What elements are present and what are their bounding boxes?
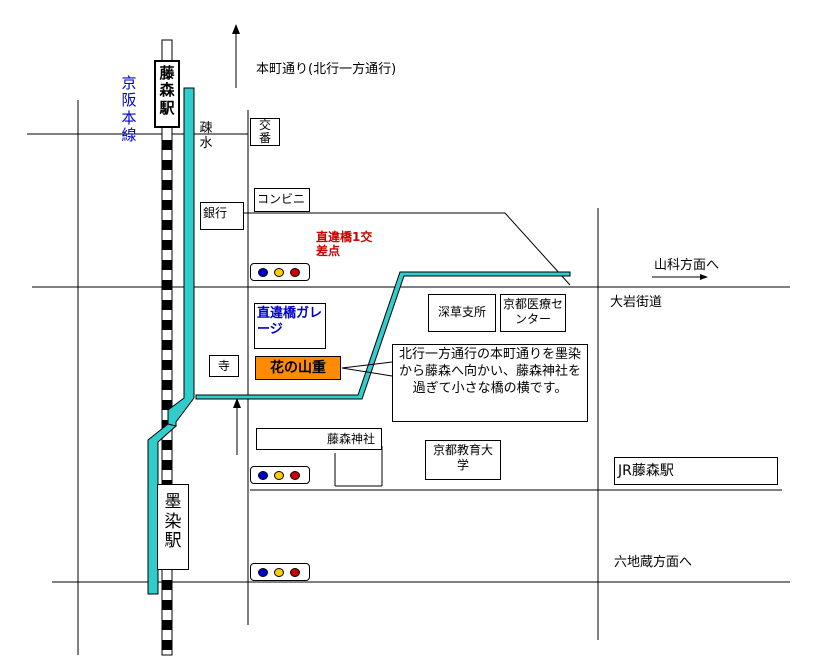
road-label-yamashina: 山科方面へ: [654, 258, 720, 273]
kyoto-univ-label: 京都教育大学: [432, 443, 493, 472]
road-label-rokujizo: 六地蔵方面へ: [614, 555, 693, 570]
rail-tie: [162, 200, 172, 210]
station-fujinomori-label: 藤森駅: [159, 64, 175, 117]
shrine-box: 藤森神社: [256, 428, 382, 450]
east-arrow-icon: [700, 274, 708, 280]
rail-tie: [162, 160, 172, 170]
fukakusa-branch-box: 深草支所: [428, 294, 496, 332]
kyoto-medical-box: 京都医療センター: [500, 294, 566, 332]
callout-pointer: [341, 361, 393, 377]
koban-label: 交番: [258, 118, 271, 146]
bank-box: 銀行: [200, 202, 244, 230]
rail-tie: [162, 320, 172, 330]
traffic-signal-icon: [250, 563, 310, 581]
fukakusa-label: 深草支所: [437, 305, 486, 319]
intersection-label: 直違橋1交差点: [316, 230, 373, 259]
rail-tie: [162, 360, 172, 370]
station-jr-fujinomori: JR藤森駅: [614, 457, 778, 485]
rail-tie: [162, 220, 172, 230]
bank-label: 銀行: [203, 206, 228, 220]
station-fujinomori-keihan: 藤森駅: [154, 60, 180, 128]
garage-box: 直違橋ガレージ: [254, 303, 326, 349]
konbini-box: コンビニ: [254, 188, 310, 212]
rail-tie: [162, 260, 172, 270]
rail-tie: [162, 580, 172, 590]
konbini-label: コンビニ: [257, 192, 306, 206]
rail-tie: [162, 280, 172, 290]
rail-tie: [162, 300, 172, 310]
destination-name: 花の山重: [270, 360, 326, 376]
station-sumizome: 墨染駅: [157, 484, 189, 570]
kyoto-univ-box: 京都教育大学: [425, 440, 501, 480]
rail-tie: [162, 440, 172, 450]
rail-tie: [162, 640, 172, 650]
temple-box: 寺: [209, 355, 239, 377]
rail-tie: [162, 380, 172, 390]
station-jr-label: JR藤森駅: [618, 463, 674, 479]
rail-tie: [162, 240, 172, 250]
kyoto-medical-label: 京都医療センター: [503, 297, 564, 326]
rail-tie: [162, 620, 172, 630]
road-lines: [27, 100, 790, 655]
rail-tie: [162, 600, 172, 610]
rail-tie: [162, 400, 172, 410]
sosui-label: 疎水: [199, 121, 213, 151]
rail-tie: [162, 460, 172, 470]
traffic-signal-icon: [250, 466, 310, 484]
shrine-label: 藤森神社: [326, 432, 375, 446]
destination-marker: 花の山重: [255, 356, 341, 380]
sosui-canal: [147, 87, 571, 595]
road-label-honmachi: 本町通り(北行一方通行): [256, 62, 397, 77]
one-way-arrow-icon: [233, 398, 241, 408]
destination-description: 北行一方通行の本町通りを墨染から藤森へ向かい、藤森神社を過ぎて小さな橋の横です。: [398, 347, 581, 396]
station-sumizome-label: 墨染駅: [164, 492, 182, 552]
rail-tie: [162, 180, 172, 190]
arrows: [232, 24, 708, 455]
koban-box: 交番: [250, 118, 280, 146]
north-arrow-icon: [232, 24, 240, 34]
destination-callout: 北行一方通行の本町通りを墨染から藤森へ向かい、藤森神社を過ぎて小さな橋の横です。: [392, 344, 588, 422]
garage-label: 直違橋ガレージ: [257, 306, 323, 338]
keihan-line-label: 京阪本線: [121, 74, 137, 144]
rail-tie: [162, 140, 172, 150]
rail-tie: [162, 340, 172, 350]
temple-label: 寺: [217, 359, 230, 373]
traffic-signal-icon: [250, 263, 310, 281]
road-label-oiwa: 大岩街道: [610, 295, 663, 310]
